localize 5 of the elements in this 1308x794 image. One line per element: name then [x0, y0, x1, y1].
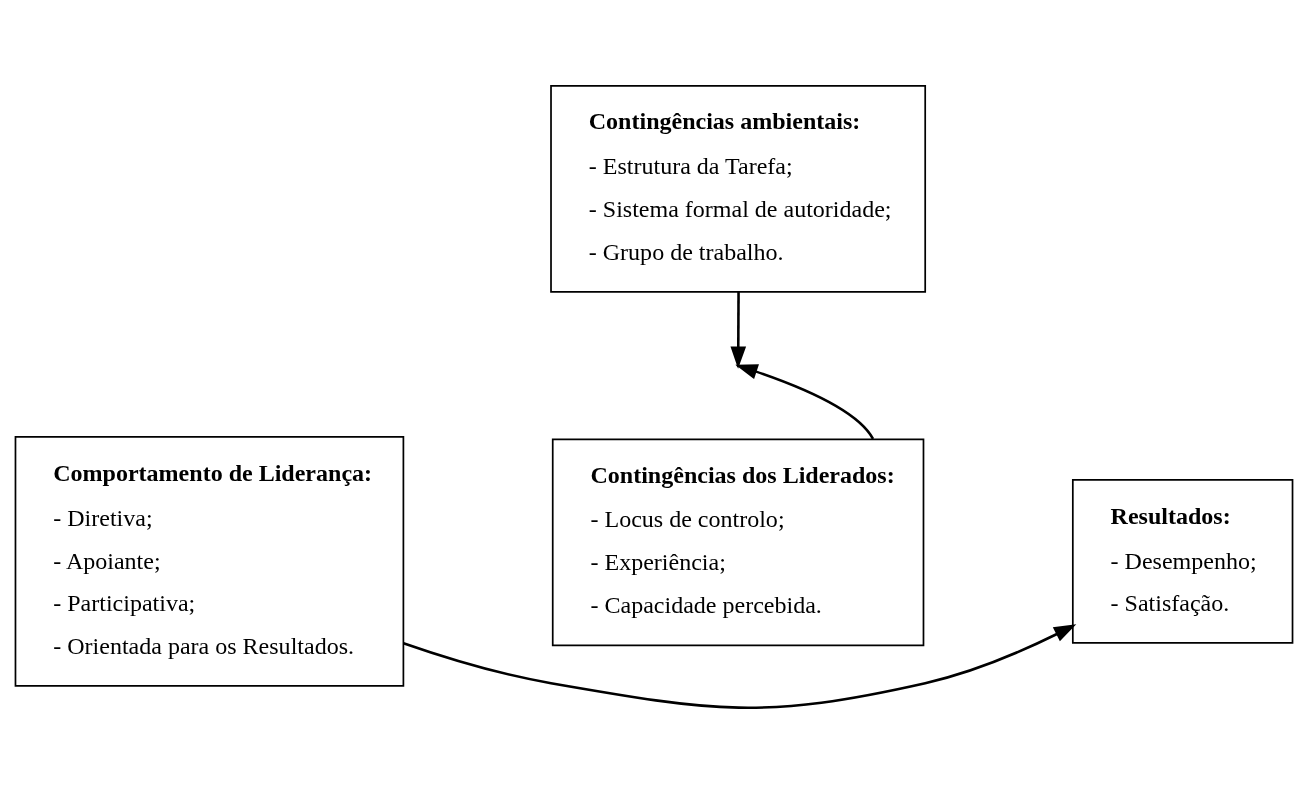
node-box: Resultados: - Desempenho; - Satisfação.	[1071, 478, 1294, 644]
node-box: Contingências dos Liderados: - Locus de controlo; - Experiência; - Capacidade percebida.	[551, 438, 925, 647]
node-box: Contingências ambientais: - Estrutura da Tarefa; - Sistema formal de autoridade; - Grupo de trabalho.	[550, 85, 927, 293]
node-box: Comportamento de Liderança: - Diretiva; - Apoiante; - Participativa; - Orientada para os Resultados.	[14, 436, 405, 687]
arrow	[403, 624, 1077, 709]
